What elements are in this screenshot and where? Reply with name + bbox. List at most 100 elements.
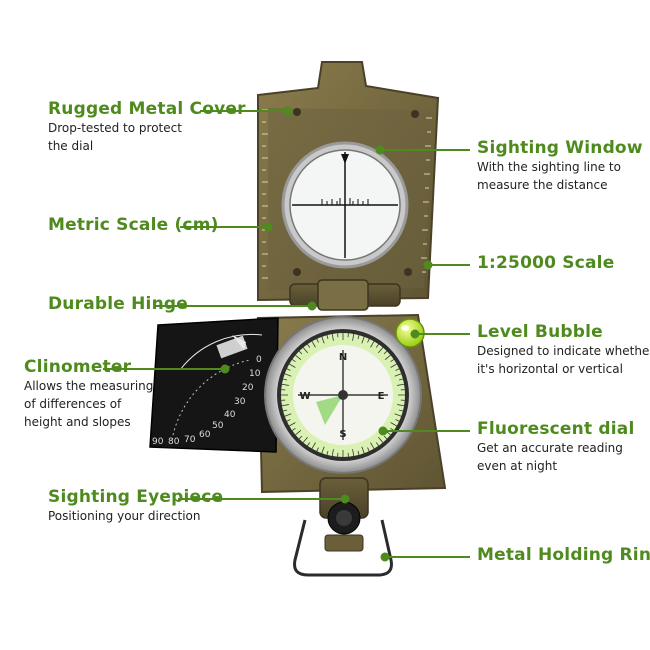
dial-tick bbox=[361, 336, 365, 344]
dial-tick bbox=[307, 343, 311, 348]
dial-tick bbox=[283, 378, 288, 381]
dial-tick bbox=[302, 436, 308, 443]
dial-tick bbox=[286, 419, 291, 422]
dial-tick bbox=[302, 347, 308, 354]
dial-tick bbox=[384, 354, 391, 360]
callout-title: Metric Scale (cm) bbox=[48, 215, 219, 235]
dial-tick bbox=[398, 409, 403, 412]
clino-tick: 50 bbox=[212, 421, 224, 431]
clino-tick: 40 bbox=[224, 410, 236, 420]
compass-dial: N E S W bbox=[264, 316, 422, 474]
callout-title: Rugged Metal Cover bbox=[48, 99, 246, 119]
dial-tick bbox=[307, 442, 311, 447]
dial-tick bbox=[370, 442, 375, 449]
dial-tick bbox=[311, 341, 316, 348]
callout-desc: height and slopes bbox=[24, 415, 131, 429]
dial-tick bbox=[289, 363, 296, 368]
dial-tick bbox=[370, 341, 375, 348]
callout-title: Durable Hinge bbox=[48, 294, 188, 314]
callout-desc: Positioning your direction bbox=[48, 509, 201, 523]
callout-desc: Allows the measuring bbox=[24, 379, 154, 393]
callout-holding-ring: Metal Holding Ring bbox=[477, 545, 650, 565]
dial-tick bbox=[383, 350, 388, 355]
hinge bbox=[289, 279, 401, 311]
callout-desc: it's horizontal or vertical bbox=[477, 362, 623, 376]
callout-fluorescent-dial: Fluorescent dial Get an accurate reading… bbox=[477, 419, 635, 475]
callout-hinge: Durable Hinge bbox=[48, 294, 188, 314]
dial-tick bbox=[298, 350, 303, 355]
dial-mark-s: S bbox=[339, 429, 346, 440]
dial-tick bbox=[398, 378, 403, 381]
callout-scale-25000: 1:25000 Scale bbox=[477, 253, 614, 273]
dial-tick bbox=[390, 422, 397, 427]
dial-tick bbox=[395, 368, 400, 371]
dial-tick bbox=[326, 335, 329, 340]
dial-tick bbox=[390, 363, 397, 368]
clino-tick: 60 bbox=[199, 430, 211, 440]
dial-tick bbox=[378, 347, 384, 354]
dial-tick bbox=[367, 447, 370, 452]
dial-tick bbox=[397, 383, 405, 386]
clino-tick: 0 bbox=[256, 355, 262, 365]
dial-tick bbox=[295, 430, 302, 436]
callout-desc: measure the distance bbox=[477, 178, 608, 192]
dial-tick bbox=[375, 442, 379, 447]
dial-tick bbox=[311, 442, 316, 449]
callout-level-bubble: Level Bubble Designed to indicate whethe… bbox=[477, 322, 650, 378]
dial-tick bbox=[316, 447, 319, 452]
metal-holding-ring bbox=[293, 519, 393, 577]
dial-tick bbox=[284, 413, 292, 417]
callout-desc: Designed to indicate whether bbox=[477, 344, 650, 358]
dial-tick bbox=[295, 354, 302, 360]
clinometer-plate: 90 80 70 60 50 40 30 20 10 0 bbox=[149, 317, 279, 453]
dial-tick bbox=[361, 446, 365, 454]
dial-tick bbox=[289, 422, 296, 427]
dial-mark-w: W bbox=[299, 391, 310, 402]
dial-tick bbox=[331, 333, 334, 341]
dial-tick bbox=[378, 436, 384, 443]
clino-tick: 30 bbox=[234, 397, 246, 407]
callout-eyepiece: Sighting Eyepiece Positioning your direc… bbox=[48, 487, 223, 525]
clino-tick: 70 bbox=[184, 435, 196, 445]
callout-title: Fluorescent dial bbox=[477, 419, 635, 439]
callout-title: 1:25000 Scale bbox=[477, 253, 615, 273]
scale-25000-ticks bbox=[421, 117, 432, 273]
dial-tick bbox=[321, 336, 325, 344]
dial-tick bbox=[281, 383, 289, 386]
callout-desc: With the sighting line to bbox=[477, 160, 621, 174]
clino-tick: 20 bbox=[242, 383, 254, 393]
dial-tick bbox=[283, 409, 288, 412]
dial-tick bbox=[367, 338, 370, 343]
dial-tick bbox=[316, 338, 319, 343]
dial-tick bbox=[321, 446, 325, 454]
callout-desc: the dial bbox=[48, 139, 94, 153]
dial-tick bbox=[352, 333, 355, 341]
dial-tick bbox=[298, 435, 303, 440]
dial-tick bbox=[331, 449, 334, 457]
sighting-window bbox=[281, 141, 409, 269]
callout-title: Sighting Window bbox=[477, 138, 643, 158]
callout-clinometer: Clinometer Allows the measuring of diffe… bbox=[24, 357, 153, 431]
callout-title: Sighting Eyepiece bbox=[48, 487, 224, 507]
clino-tick: 90 bbox=[152, 437, 164, 447]
clino-tick: 10 bbox=[249, 369, 261, 379]
dial-tick bbox=[281, 404, 289, 407]
dial-tick bbox=[394, 373, 402, 377]
callout-desc: Get an accurate reading bbox=[477, 441, 623, 455]
callout-cover: Rugged Metal Cover Drop-tested to protec… bbox=[48, 99, 246, 155]
callout-title: Level Bubble bbox=[477, 322, 603, 342]
callout-title: Clinometer bbox=[24, 357, 132, 377]
callout-title: Metal Holding Ring bbox=[477, 545, 650, 565]
dial-tick bbox=[326, 450, 329, 455]
sighting-eyepiece bbox=[319, 477, 369, 552]
dial-tick bbox=[375, 343, 379, 348]
dial-mark-n: N bbox=[339, 352, 347, 363]
callout-sighting-window: Sighting Window With the sighting line t… bbox=[477, 138, 643, 194]
dial-tick bbox=[397, 404, 405, 407]
dial-tick bbox=[394, 413, 402, 417]
dial-tick bbox=[286, 368, 291, 371]
dial-tick bbox=[284, 373, 292, 377]
dial-tick bbox=[390, 359, 395, 363]
